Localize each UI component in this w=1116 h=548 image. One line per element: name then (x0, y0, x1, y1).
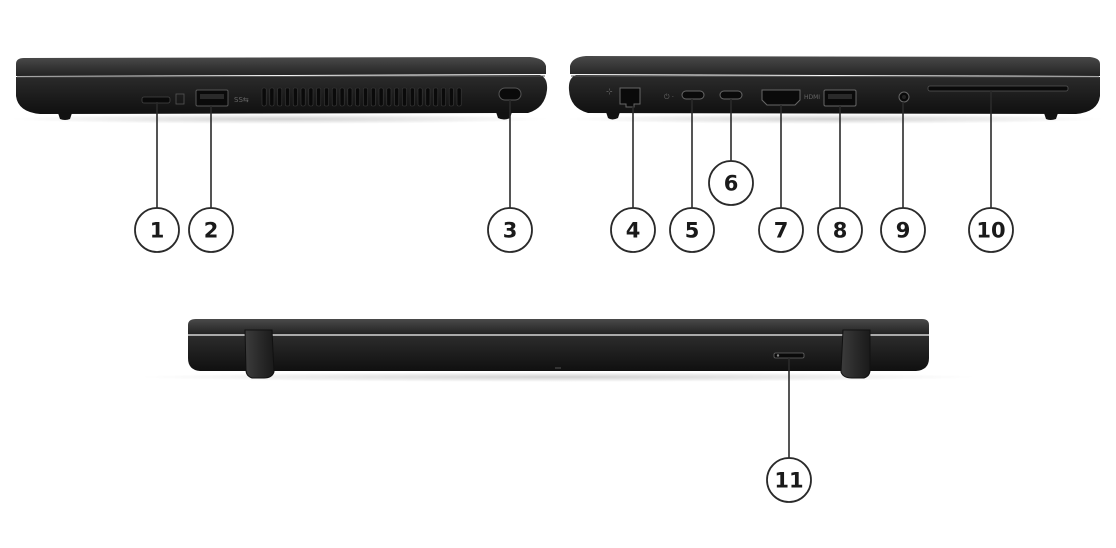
callout-number: 11 (774, 469, 803, 493)
usb-c-port-2-icon (719, 90, 743, 100)
callout-circle (669, 207, 715, 253)
callout-circle (758, 207, 804, 253)
ethernet-port-icon (619, 87, 641, 108)
vent-slot (269, 87, 275, 107)
callout-number: 4 (626, 219, 641, 243)
callout-circle (610, 207, 656, 253)
vent-slot (308, 87, 314, 107)
usb-a-port-right-tongue-icon (828, 94, 852, 99)
vent-slot (456, 87, 462, 107)
callout-circle (134, 207, 180, 253)
vent-slot (285, 87, 290, 107)
callout-ethernet-port: 4 (610, 106, 656, 253)
left-view-lid (16, 57, 546, 76)
callout-nano-sim-slot: 11 (766, 358, 812, 503)
smart-card-slot-icon (927, 85, 1069, 92)
vent-slot (331, 87, 337, 107)
rear-view-shadow (138, 372, 978, 382)
ventilation-grille (261, 87, 462, 107)
sd-card-slot-icon (141, 96, 171, 104)
usb-c-port-1-icon (681, 90, 705, 100)
right-view-lid (570, 56, 1100, 76)
callout-smart-card-reader: 10 (968, 91, 1014, 253)
right-view-foot-front (606, 112, 620, 120)
callout-circle (880, 207, 926, 253)
callout-usb-a-port-left: 2 (188, 106, 234, 253)
vent-slot (316, 87, 322, 107)
vent-slot (355, 87, 361, 107)
callout-circle (817, 207, 863, 253)
callout-usb-c-port-2: 6 (708, 99, 754, 206)
vent-slot (441, 87, 446, 107)
callout-audio-jack: 9 (880, 102, 926, 253)
vent-slot (394, 87, 400, 107)
callout-number: 8 (833, 219, 848, 243)
callout-circle (188, 207, 234, 253)
vent-slot (324, 87, 329, 107)
sd-card-symbol-icon (175, 93, 185, 105)
ethernet-symbol-icon: ⊹ (606, 87, 613, 96)
hdmi-port-icon (761, 89, 801, 106)
left-view-foot-back (496, 112, 512, 120)
callout-number: 1 (150, 219, 165, 243)
callout-security-lock-slot: 3 (487, 100, 533, 253)
audio-jack-inner-icon (902, 95, 906, 99)
vent-slot (370, 87, 376, 107)
callout-number: 10 (976, 219, 1005, 243)
left-view-shadow (10, 114, 550, 124)
left-view-seam (16, 75, 546, 78)
usb-ss-symbol-icon: SS⇆ (234, 96, 249, 104)
vent-slot (409, 87, 415, 107)
right-view-foot-back (1044, 113, 1058, 120)
vent-slot (277, 87, 283, 107)
callout-number: 6 (724, 172, 739, 196)
vent-slot (402, 87, 407, 107)
vent-slot (433, 87, 439, 107)
vent-slot (339, 87, 345, 107)
vent-slot (261, 87, 267, 107)
callout-number: 2 (204, 219, 219, 243)
right-side-view: ⊹ ⏻ · HDMI (565, 56, 1105, 124)
rear-view-lid (188, 319, 929, 334)
callout-layer: 1 2 3 4 56 7 8 9 10 11 (134, 91, 1014, 503)
vent-slot (417, 87, 423, 107)
usb-c-power-symbol-icon: ⏻ · (664, 93, 674, 101)
sim-eject-hole-icon (776, 354, 780, 357)
rear-view-base (188, 336, 929, 371)
callout-circle (708, 160, 754, 206)
callout-usb-a-port-right: 8 (817, 106, 863, 253)
vent-slot (292, 87, 298, 107)
vent-slot (448, 87, 454, 107)
right-hinge (840, 329, 871, 379)
vent-slot (300, 87, 306, 107)
callout-number: 9 (896, 219, 911, 243)
vent-slot (378, 87, 384, 107)
vent-slot (363, 87, 368, 107)
right-view-shadow (565, 114, 1105, 124)
callout-number: 7 (774, 219, 789, 243)
vent-slot (425, 87, 431, 107)
callout-circle (968, 207, 1014, 253)
vent-slot (386, 87, 392, 107)
right-view-seam (570, 75, 1100, 78)
rear-center-mark (555, 367, 561, 369)
callout-circle (766, 457, 812, 503)
usb-a-port-left-tongue-icon (200, 94, 224, 99)
security-lock-slot-icon (498, 87, 522, 101)
left-side-view: SS⇆ (10, 57, 550, 124)
callout-hdmi-port: 7 (758, 105, 804, 253)
hdmi-symbol-icon: HDMI (804, 94, 820, 101)
left-hinge (244, 329, 275, 379)
callout-sd-card-reader: 1 (134, 102, 180, 253)
rear-view (138, 319, 978, 382)
callout-circle (487, 207, 533, 253)
vent-slot (347, 87, 353, 107)
left-view-foot-front (58, 113, 72, 120)
callout-number: 5 (685, 219, 700, 243)
callout-usb-c-port-1: 5 (669, 99, 715, 253)
callout-number: 3 (503, 219, 518, 243)
